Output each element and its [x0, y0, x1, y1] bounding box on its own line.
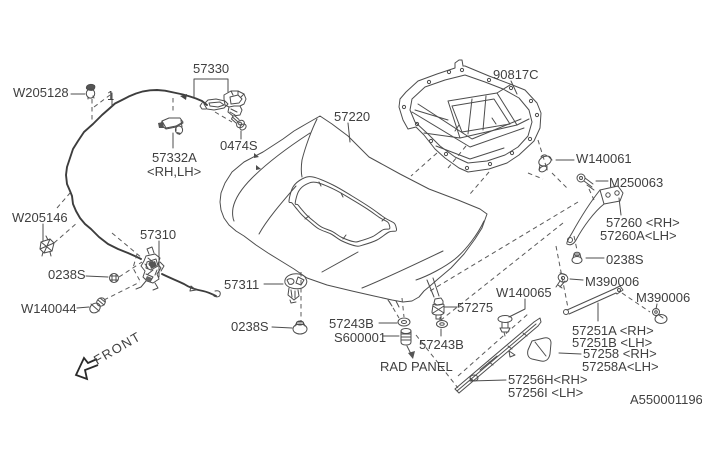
svg-text:57332A: 57332A — [152, 150, 197, 165]
svg-text:W140061: W140061 — [576, 151, 632, 166]
svg-text:57251B <LH>: 57251B <LH> — [572, 335, 652, 350]
svg-text:1: 1 — [107, 88, 114, 103]
svg-text:A550001196: A550001196 — [630, 392, 702, 407]
svg-text:RAD PANEL: RAD PANEL — [380, 359, 453, 374]
svg-text:0238S: 0238S — [48, 267, 86, 282]
svg-text:57256I <LH>: 57256I <LH> — [508, 385, 583, 400]
svg-text:57310: 57310 — [140, 227, 176, 242]
svg-text:<RH,LH>: <RH,LH> — [147, 164, 201, 179]
svg-text:0238S: 0238S — [606, 252, 644, 267]
svg-text:57258A<LH>: 57258A<LH> — [582, 359, 659, 374]
svg-text:S600001: S600001 — [334, 330, 386, 345]
svg-text:W205146: W205146 — [12, 210, 68, 225]
svg-text:0238S: 0238S — [231, 319, 269, 334]
svg-text:57330: 57330 — [193, 61, 229, 76]
svg-text:57258 <RH>: 57258 <RH> — [583, 346, 657, 361]
svg-text:0474S: 0474S — [220, 138, 258, 153]
svg-text:W140065: W140065 — [496, 285, 552, 300]
svg-text:W140044: W140044 — [21, 301, 77, 316]
svg-text:FRONT: FRONT — [91, 328, 144, 367]
svg-text:M390006: M390006 — [636, 290, 690, 305]
svg-text:M390006: M390006 — [585, 274, 639, 289]
svg-text:57260 <RH>: 57260 <RH> — [606, 215, 680, 230]
svg-text:57243B: 57243B — [419, 337, 464, 352]
svg-text:57275: 57275 — [457, 300, 493, 315]
svg-text:90817C: 90817C — [493, 67, 539, 82]
svg-text:57243B: 57243B — [329, 316, 374, 331]
svg-text:57256H<RH>: 57256H<RH> — [508, 372, 588, 387]
svg-text:57251A <RH>: 57251A <RH> — [572, 323, 654, 338]
svg-text:57260A<LH>: 57260A<LH> — [600, 228, 677, 243]
svg-text:M250063: M250063 — [609, 175, 663, 190]
svg-text:W205128: W205128 — [13, 85, 69, 100]
svg-text:57220: 57220 — [334, 109, 370, 124]
svg-text:57311: 57311 — [224, 277, 259, 292]
